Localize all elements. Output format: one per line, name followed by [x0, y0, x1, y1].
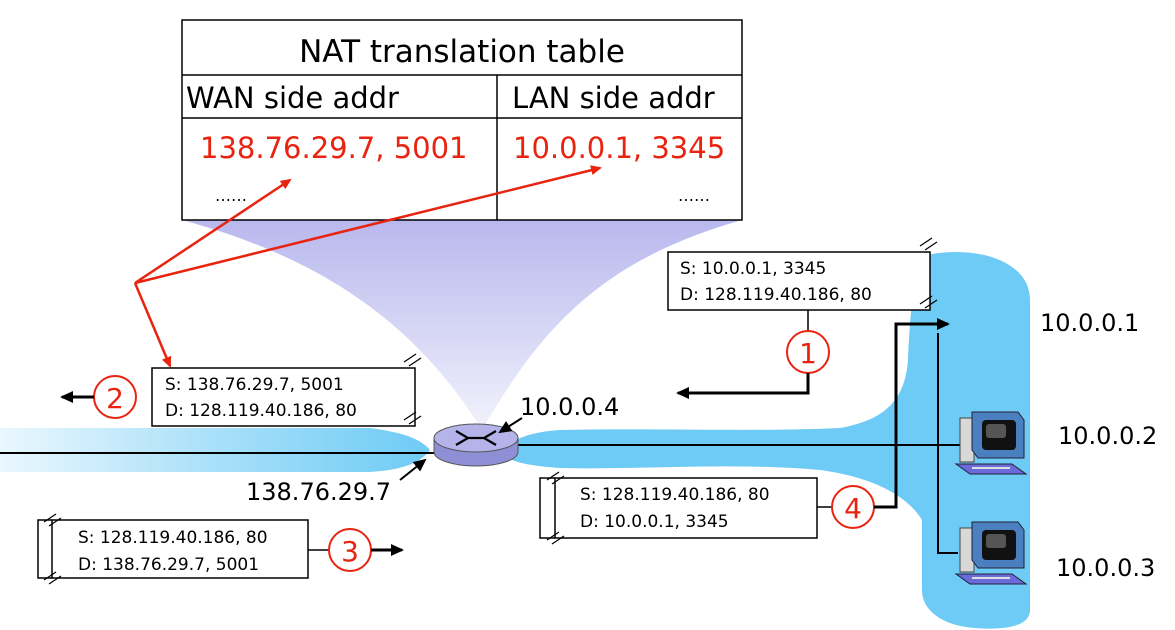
packet-4-dst: D: 10.0.0.1, 3345: [580, 512, 729, 532]
router-wan-pointer: [399, 458, 427, 481]
row-wan-value: 138.76.29.7, 5001: [200, 131, 468, 165]
wan-band: [0, 428, 430, 472]
host-1-address: 10.0.0.1: [1040, 309, 1139, 337]
step-2-label: 2: [106, 382, 124, 415]
ellipsis-wan: ……: [215, 186, 247, 205]
host-2-address: 10.0.0.2: [1058, 422, 1157, 450]
computer-icon[interactable]: [954, 411, 1028, 475]
packet-4-src: S: 128.119.40.186, 80: [580, 485, 770, 505]
step-1-label: 1: [799, 337, 817, 370]
router-lan-pointer: [498, 417, 523, 434]
router-icon[interactable]: [433, 423, 519, 467]
row-lan-value: 10.0.0.1, 3345: [513, 131, 725, 165]
ellipsis-lan: ……: [678, 186, 710, 205]
nat-table: NAT translation table WAN side addr LAN …: [181, 19, 743, 221]
packet-1-src: S: 10.0.0.1, 3345: [680, 259, 826, 279]
router-lan-address: 10.0.0.4: [520, 393, 619, 421]
table-zoom-cone: [182, 220, 742, 430]
nat-table-title: NAT translation table: [299, 34, 625, 70]
translation-arrows: [133, 165, 602, 368]
packet-1-arrow: [676, 373, 810, 399]
col-wan-header: WAN side addr: [186, 81, 399, 115]
router-wan-address: 138.76.29.7: [246, 478, 391, 506]
packet-3-dst: D: 138.76.29.7, 5001: [78, 555, 259, 575]
step-3-label: 3: [341, 535, 359, 568]
computer-icon[interactable]: [954, 521, 1028, 585]
step-4-label: 4: [844, 492, 862, 525]
lan-link-host3: [937, 333, 958, 554]
packet-1: S: 10.0.0.1, 3345 D: 128.119.40.186, 80: [667, 237, 938, 311]
col-lan-header: LAN side addr: [512, 81, 715, 115]
host-3-address: 10.0.0.3: [1056, 554, 1155, 582]
packet-4: S: 128.119.40.186, 80 D: 10.0.0.1, 3345: [539, 471, 818, 545]
packet-3: S: 128.119.40.186, 80 D: 138.76.29.7, 50…: [37, 513, 309, 585]
packet-3-src: S: 128.119.40.186, 80: [78, 528, 268, 548]
packet-4-arrow: [874, 318, 950, 509]
packet-2-dst: D: 128.119.40.186, 80: [165, 401, 357, 421]
packet-2: S: 138.76.29.7, 5001 D: 128.119.40.186, …: [151, 353, 422, 427]
packet-2-src: S: 138.76.29.7, 5001: [165, 375, 344, 395]
lan-cloud: [505, 251, 1030, 629]
packet-1-dst: D: 128.119.40.186, 80: [680, 285, 872, 305]
